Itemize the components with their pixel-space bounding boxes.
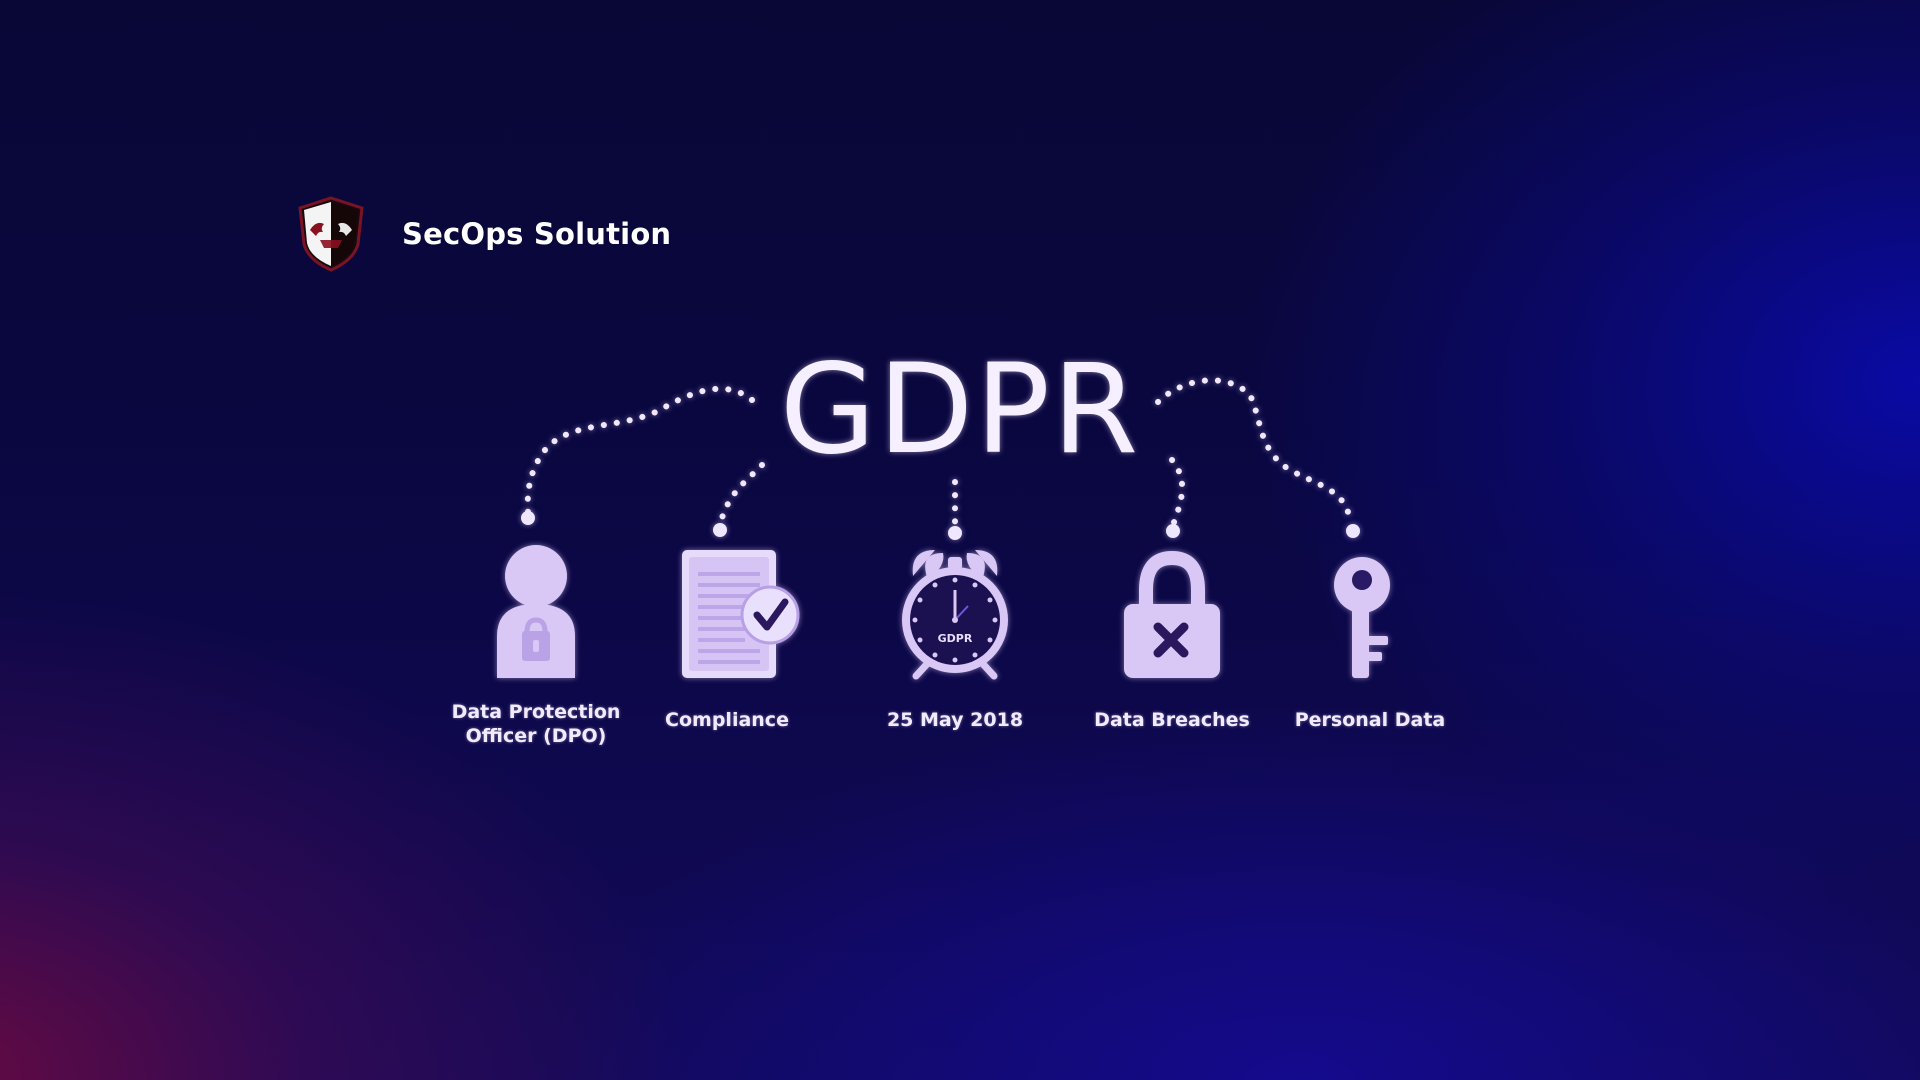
dotted-connectors xyxy=(524,377,1353,531)
shield-logo-icon xyxy=(298,196,364,272)
connector-dpo xyxy=(524,385,755,515)
connector-personal xyxy=(1155,377,1353,523)
compliance-document-check-icon xyxy=(682,550,800,678)
brand: SecOps Solution xyxy=(296,196,671,272)
brand-name: SecOps Solution xyxy=(402,217,672,251)
connector-compliance xyxy=(717,462,765,528)
connector-end-dots xyxy=(521,511,1360,540)
label-date: 25 May 2018 xyxy=(886,709,1024,731)
dpo-person-lock-icon xyxy=(497,545,575,678)
alarm-clock-icon: GDPR xyxy=(902,550,1008,680)
padlock-x-icon xyxy=(1124,550,1220,678)
label-data-breaches: Data Breaches xyxy=(1094,709,1250,731)
clock-face-text: GDPR xyxy=(938,632,973,645)
gdpr-title: GDPR xyxy=(779,338,1141,482)
label-dpo: Data Protection Officer (DPO) xyxy=(451,701,621,747)
connector-breaches xyxy=(1169,457,1186,528)
key-icon xyxy=(1334,557,1390,678)
label-compliance: Compliance xyxy=(665,709,789,731)
label-personal-data: Personal Data xyxy=(1294,709,1446,731)
